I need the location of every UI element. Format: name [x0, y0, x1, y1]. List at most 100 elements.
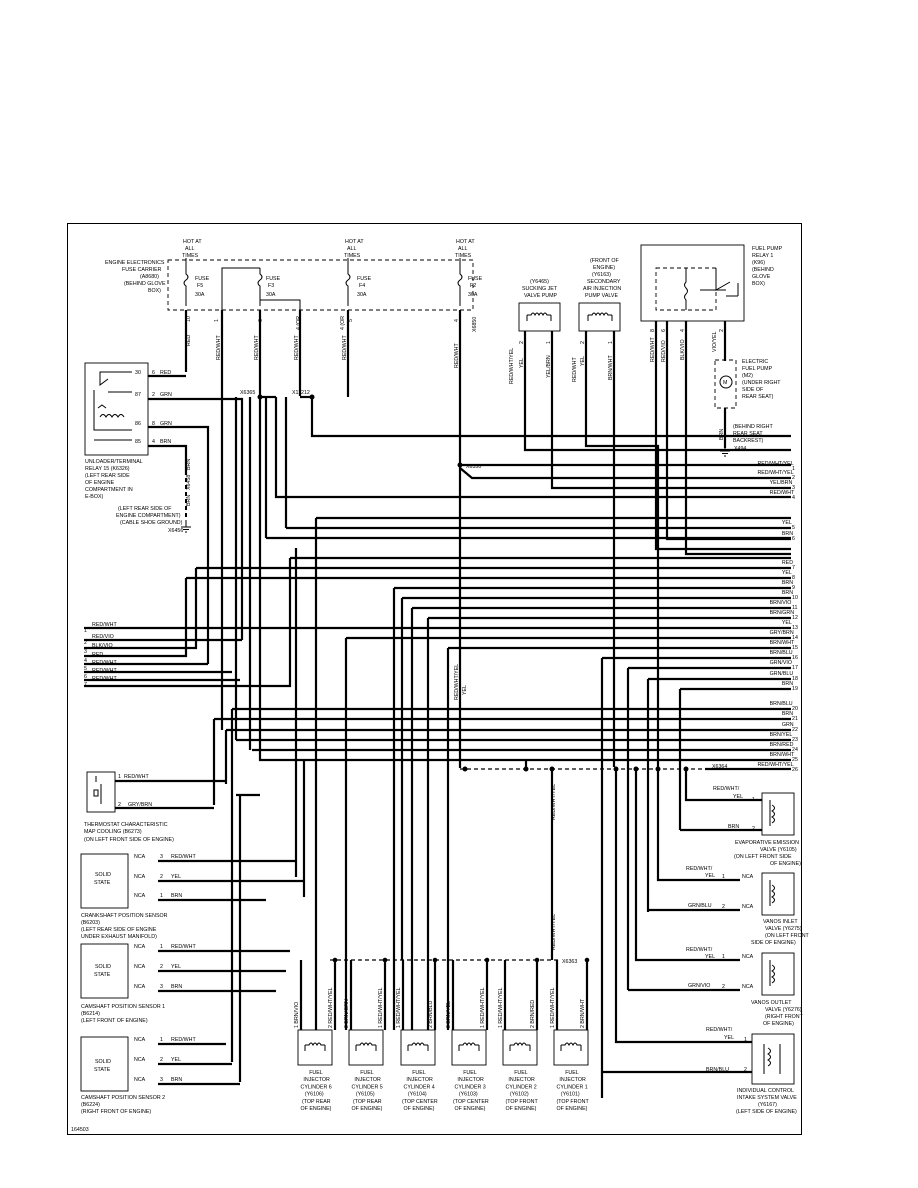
- svg-text:YEL: YEL: [171, 1057, 181, 1063]
- right-bus-wire-label: BRN/YEL: [770, 732, 793, 738]
- svg-text:F2: F2: [470, 283, 476, 289]
- right-bus-pin-number: 7: [792, 565, 795, 571]
- svg-text:STATE: STATE: [94, 880, 111, 886]
- secondary-air-label: (FRONT OF ENGINE) (Y6163) SECONDARY AIR …: [583, 258, 621, 299]
- svg-text:BRN: BRN: [719, 429, 725, 440]
- right-bus-pin-number: 2: [792, 475, 795, 481]
- svg-text:OF ENGINE): OF ENGINE): [763, 1021, 794, 1027]
- svg-text:2: 2: [118, 802, 121, 808]
- svg-text:(CABLE SHOE GROUND): (CABLE SHOE GROUND): [120, 520, 183, 526]
- svg-text:1 RED/WHT/YEL: 1 RED/WHT/YEL: [498, 987, 504, 1028]
- right-bus-wire-label: BRN: [782, 531, 793, 537]
- svg-text:5: 5: [348, 319, 354, 322]
- svg-text:CRANKSHAFT POSITION SENSOR: CRANKSHAFT POSITION SENSOR: [81, 913, 168, 919]
- right-bus-pin-number: 6: [792, 536, 795, 542]
- svg-text:SIDE OF: SIDE OF: [742, 387, 764, 393]
- left-bus-pin-number: 7: [84, 682, 87, 688]
- svg-text:BRN: BRN: [171, 1077, 182, 1083]
- right-bus-wires: [156, 526, 791, 1098]
- svg-text:(ON LEFT FRONT SIDE OF ENGINE): (ON LEFT FRONT SIDE OF ENGINE): [84, 837, 174, 843]
- svg-text:YEL: YEL: [724, 1035, 734, 1041]
- svg-text:6: 6: [152, 370, 155, 376]
- right-bus-pin-number: 17: [792, 665, 798, 671]
- left-bus-wire-label: RED/WHT: [92, 676, 117, 682]
- svg-text:2: 2: [580, 341, 586, 344]
- svg-text:RED/WHT/: RED/WHT/: [686, 866, 713, 872]
- right-bus-pin-number: 14: [792, 635, 798, 641]
- svg-text:STATE: STATE: [94, 1067, 111, 1073]
- svg-text:(Y6163): (Y6163): [592, 272, 611, 278]
- svg-text:THERMOSTAT CHARACTERISTIC: THERMOSTAT CHARACTERISTIC: [84, 822, 168, 828]
- svg-text:(BEHIND GLOVE: (BEHIND GLOVE: [124, 281, 166, 287]
- left-bus-wire-label: RED/WHT: [92, 660, 117, 666]
- svg-text:(TOP REAR: (TOP REAR: [302, 1099, 331, 1105]
- svg-text:CAMSHAFT POSITION SENSOR 1: CAMSHAFT POSITION SENSOR 1: [81, 1004, 165, 1010]
- right-bus-wire-label: RED/WHT/YEL: [757, 461, 793, 467]
- svg-text:INJECTOR: INJECTOR: [559, 1077, 586, 1083]
- svg-text:BRN: BRN: [186, 459, 192, 470]
- svg-text:SOLID: SOLID: [95, 964, 111, 970]
- svg-text:RED/WHT: RED/WHT: [254, 335, 260, 360]
- svg-text:INJECTOR: INJECTOR: [354, 1077, 381, 1083]
- svg-text:INJECTOR: INJECTOR: [457, 1077, 484, 1083]
- svg-text:(RIGHT FRONT OF ENGINE): (RIGHT FRONT OF ENGINE): [81, 1109, 151, 1115]
- svg-text:OF ENGINE): OF ENGINE): [506, 1106, 537, 1112]
- svg-text:NCA: NCA: [134, 1037, 146, 1043]
- svg-text:HOT AT: HOT AT: [456, 239, 475, 245]
- fuse-f3: FUSE F3 30A: [257, 268, 281, 306]
- svg-text:BRN/WHT: BRN/WHT: [608, 355, 614, 380]
- fuel-pump-motor-icon: [719, 375, 733, 389]
- svg-text:(LEFT REAR SIDE OF ENGINE: (LEFT REAR SIDE OF ENGINE: [81, 927, 157, 933]
- svg-text:BLK/VIO: BLK/VIO: [680, 339, 686, 360]
- hot-label-2: HOT AT ALL TIMES: [344, 239, 364, 259]
- svg-text:2 RED/WHT/YEL: 2 RED/WHT/YEL: [328, 987, 334, 1028]
- svg-text:RED/WHT: RED/WHT: [572, 357, 578, 382]
- ground-symbol: [181, 520, 191, 533]
- svg-text:OF ENGINE): OF ENGINE): [770, 861, 801, 867]
- svg-text:1: 1: [722, 874, 725, 880]
- svg-text:OF ENGINE: OF ENGINE: [85, 480, 115, 486]
- left-bus-wire-label: RED/WHT: [92, 622, 117, 628]
- right-bus-wire-label: BRN: [782, 590, 793, 596]
- svg-text:BOX): BOX): [148, 288, 161, 294]
- right-bus-pin-number: 19: [792, 686, 798, 692]
- svg-text:(Y6101): (Y6101): [561, 1092, 580, 1098]
- svg-text:CYLINDER 6: CYLINDER 6: [301, 1084, 332, 1090]
- right-bus-pin-number: 9: [792, 585, 795, 591]
- svg-text:6: 6: [661, 329, 667, 332]
- relay-15-caption: UNLOADER/TERMINAL RELAY 15 (K6326) (LEFT…: [85, 459, 143, 500]
- svg-text:85: 85: [135, 439, 141, 445]
- svg-text:EVAPORATIVE EMISSION: EVAPORATIVE EMISSION: [735, 840, 799, 846]
- sucking-jet-box: [518, 302, 561, 332]
- svg-text:1: 1: [118, 774, 121, 780]
- svg-text:F4: F4: [359, 283, 365, 289]
- svg-text:MAP COOLING (B6273): MAP COOLING (B6273): [84, 829, 142, 835]
- svg-text:YEL: YEL: [705, 873, 715, 879]
- svg-text:(TOP CENTER: (TOP CENTER: [453, 1099, 489, 1105]
- right-bus-wire-label: BRN/BLU: [770, 650, 793, 656]
- diagram-id: 164503: [71, 1127, 89, 1133]
- svg-text:F3: F3: [268, 283, 274, 289]
- svg-text:REAR SEAT): REAR SEAT): [742, 394, 774, 400]
- svg-text:RED/WHT: RED/WHT: [342, 335, 348, 360]
- svg-text:RELAY 1: RELAY 1: [752, 253, 773, 259]
- svg-text:3: 3: [160, 1077, 163, 1083]
- fuse-f5: FUSE F5 30A: [183, 268, 210, 306]
- crankshaft-sensor: SOLID STATE NCA NCA NCA 3 2 1 RED/WHT YE…: [80, 853, 196, 940]
- left-bus-pin-number: 5: [84, 666, 87, 672]
- svg-text:YEL/BRN: YEL/BRN: [546, 355, 552, 378]
- right-bus-wire-label: GRN: [782, 722, 794, 728]
- secondary-air-box: [578, 302, 621, 332]
- svg-text:UNLOADER/TERMINAL: UNLOADER/TERMINAL: [85, 459, 143, 465]
- svg-text:NCA: NCA: [134, 1077, 146, 1083]
- right-bus-pin-number: 23: [792, 737, 798, 743]
- svg-text:YEL: YEL: [705, 954, 715, 960]
- vanos-inlet-valve: RED/WHT/ YEL GRN/BLU NCA NCA 1 2 VANOS I…: [686, 866, 810, 946]
- sucking-jet-label: (Y6465) SUCKING JET VALVE PUMP: [522, 279, 558, 299]
- svg-text:SOLID: SOLID: [95, 1059, 111, 1065]
- right-bus-wire-label: BRN: [782, 580, 793, 586]
- right-bus-pin-number: 5: [792, 525, 795, 531]
- right-bus-pin-number: 18: [792, 676, 798, 682]
